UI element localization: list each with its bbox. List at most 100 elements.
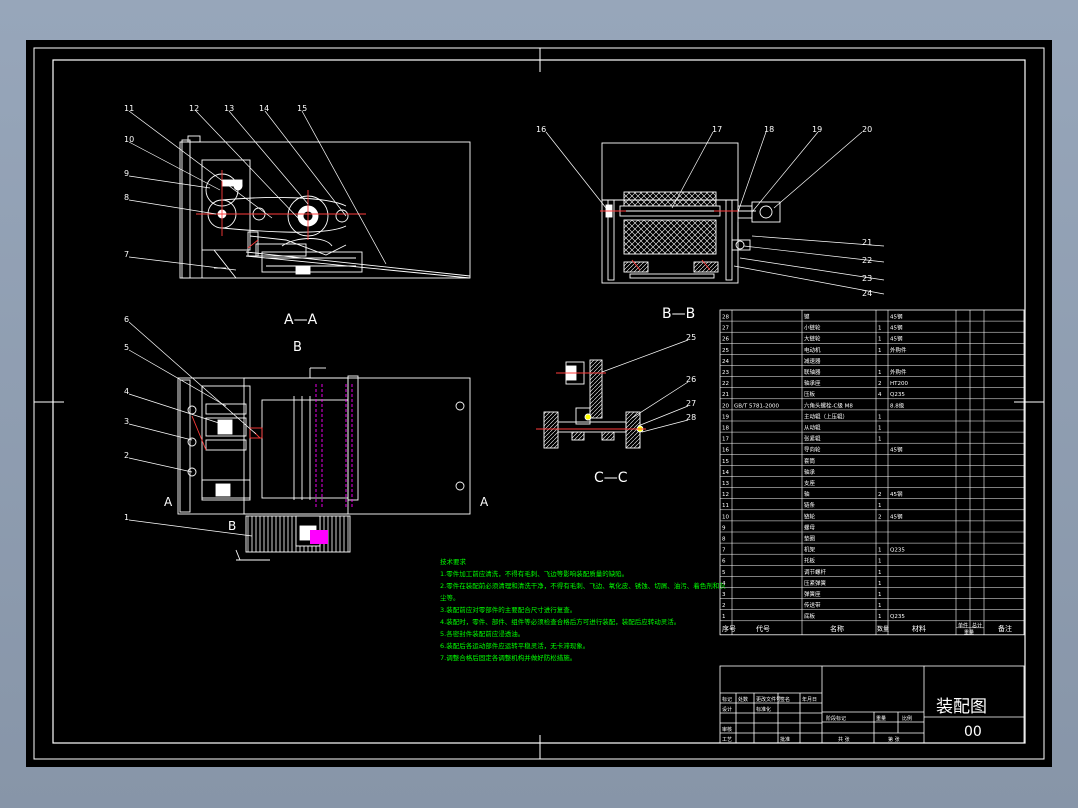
- cad-canvas[interactable]: 11 10 9 8 7 12 13 14 15 A—A B: [26, 40, 1052, 767]
- bom-cell-name: 键: [804, 313, 810, 321]
- bom-cell-no: 22: [722, 381, 729, 387]
- balloon-aa-2: 10: [124, 135, 134, 144]
- section-mark-a-right: A: [480, 495, 489, 509]
- balloon-aa-6: 12: [189, 104, 199, 113]
- view-plan-balloon-labels: 6 5 4 3 2 1: [124, 315, 129, 522]
- bom-cell-no: 3: [722, 592, 726, 598]
- bom-cell-qty: 1: [878, 437, 882, 443]
- bom-cell-qty: 1: [878, 548, 882, 554]
- bom-cell-no: 23: [722, 370, 729, 376]
- bom-cell-name: 螺母: [804, 523, 816, 531]
- balloon-cc-1: 25: [686, 333, 696, 342]
- bom-cell-no: 18: [722, 426, 729, 432]
- bom-cell-name: 轴承座: [804, 379, 821, 387]
- bom-cell-qty: 4: [878, 392, 882, 398]
- bom-cell-mat: 外购件: [890, 368, 907, 376]
- bom-cell-mat: Q235: [890, 392, 905, 398]
- tb-scale: 比例: [902, 715, 912, 722]
- bom-cell-name: 链条: [804, 501, 816, 509]
- balloon-plan-5: 2: [124, 451, 129, 460]
- tb-label-count: 处数: [738, 696, 748, 703]
- bom-cell-qty: 1: [878, 348, 882, 354]
- balloon-bb-3: 18: [764, 125, 774, 134]
- bom-cell-mat: 45钢: [890, 335, 903, 343]
- bom-cell-no: 25: [722, 348, 729, 354]
- bom-cell-no: 24: [722, 359, 729, 365]
- balloon-aa-5: 7: [124, 250, 129, 259]
- view-plan-hatch-lines: [310, 384, 353, 544]
- bom-cell-name: 托板: [804, 557, 816, 565]
- bom-frame: [719, 309, 1025, 636]
- bom-cell-no: 4: [722, 581, 726, 587]
- bom-cell-qty: 1: [878, 370, 882, 376]
- balloon-bb-9: 24: [862, 289, 872, 298]
- view-bb: [601, 142, 781, 284]
- bom-cell-no: 14: [722, 470, 729, 476]
- balloon-aa-3: 9: [124, 169, 129, 178]
- balloon-plan-1: 6: [124, 315, 129, 324]
- bom-cell-name: 张紧辊: [804, 435, 821, 443]
- notes-line-5: 4.装配时，零件、部件、组件等必须检查合格后方可进行装配，装配后应转动灵活。: [440, 617, 680, 626]
- bom-header-total: 总计: [972, 622, 982, 629]
- bom-cell-no: 7: [722, 548, 726, 554]
- balloon-bb-8: 23: [862, 274, 872, 283]
- balloon-bb-4: 19: [812, 125, 822, 134]
- view-label-bb: B—B: [662, 306, 695, 322]
- bom-cell-no: 12: [722, 492, 729, 498]
- balloon-bb-6: 21: [862, 238, 872, 247]
- balloon-aa-4: 8: [124, 193, 129, 202]
- bom-cell-qty: 1: [878, 414, 882, 420]
- bom-cell-qty: 1: [878, 592, 882, 598]
- notes-line-6: 5.各密封件装配前应浸透油。: [440, 629, 524, 638]
- drawing-name: 装配图: [936, 697, 987, 717]
- view-aa-balloon-labels: 11 10 9 8 7 12 13 14 15: [124, 104, 307, 259]
- notes-line-4: 3.装配前应对零部件的主要配合尺寸进行复查。: [440, 605, 576, 614]
- view-cc-balloon-labels: 25 26 27 28: [686, 333, 696, 422]
- notes-line-3: 尘等。: [440, 593, 460, 602]
- bom-cell-no: 10: [722, 514, 729, 520]
- tb-stage: 阶段标记: [826, 715, 846, 722]
- view-label-cc: C—C: [594, 470, 628, 486]
- notes-line-2: 2.零件在装配前必须清理和清洗干净，不得有毛刺、飞边、氧化皮、锈蚀、切屑、油污、…: [440, 581, 726, 590]
- bom-header-weight: 重量: [964, 629, 974, 636]
- bom-cell-name: 联轴器: [804, 368, 821, 376]
- bom-cell-mat: 45钢: [890, 490, 903, 498]
- bom-cell-name: 弹簧座: [804, 590, 821, 598]
- bom-cell-name: 主动辊（上压辊）: [804, 412, 848, 420]
- bom-cell-name: 电动机: [804, 346, 821, 354]
- bom-cell-qty: 1: [878, 581, 882, 587]
- view-bb-red-centerlines: [600, 210, 738, 271]
- bom-cell-mat: Q235: [890, 614, 905, 620]
- bom-cell-name: 六角头螺栓-C级 M8: [804, 401, 853, 409]
- bom-cell-no: 15: [722, 459, 729, 465]
- balloon-aa-8: 14: [259, 104, 269, 113]
- balloon-plan-3: 4: [124, 387, 129, 396]
- tb-check: 审核: [722, 726, 732, 733]
- section-mark-b-bottom: B: [228, 519, 236, 533]
- balloon-aa-9: 15: [297, 104, 307, 113]
- tb-label-mark: 标记: [722, 696, 732, 703]
- balloon-plan-2: 5: [124, 343, 129, 352]
- view-mark-b: B: [293, 340, 302, 355]
- drawing-sheet: 11 10 9 8 7 12 13 14 15 A—A B: [26, 40, 1052, 767]
- title-block-text: 标记 处数 更改文件号 签名 年月日 设计 标准化 审核 工艺 批准 阶段标记 …: [722, 696, 912, 743]
- title-block: [719, 665, 1025, 744]
- bom-cell-qty: 1: [878, 614, 882, 620]
- bom-cell-qty: 2: [878, 381, 882, 387]
- bom-cell-qty: 1: [878, 326, 882, 332]
- bom-cell-mat: 外购件: [890, 346, 907, 354]
- bom-cell-name: 支座: [804, 479, 816, 487]
- bom-cell-mat: 45钢: [890, 313, 903, 321]
- view-aa: [179, 135, 471, 279]
- view-plan-section-marks: A A B: [164, 495, 489, 533]
- bom-cell-no: 20: [722, 403, 729, 409]
- bom-cell-no: 26: [722, 337, 729, 343]
- balloon-plan-4: 3: [124, 417, 129, 426]
- view-cc-red-centerlines: [536, 372, 646, 430]
- tb-weight: 重量: [876, 715, 886, 722]
- bom-cell-name: 小链轮: [804, 324, 821, 332]
- bom-cell-mat: HT200: [890, 381, 908, 387]
- bom-cell-name: 大链轮: [804, 335, 821, 343]
